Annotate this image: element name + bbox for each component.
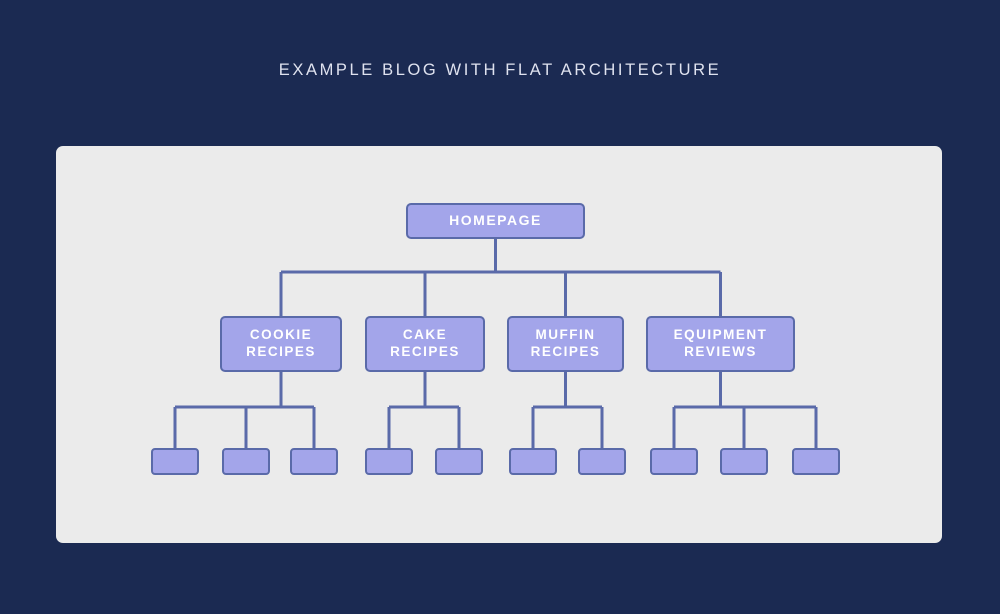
node-leaf-cake-recipes-1[interactable]	[365, 448, 413, 475]
node-homepage[interactable]: HOMEPAGE	[406, 203, 585, 239]
node-leaf-equipment-reviews-1[interactable]	[650, 448, 698, 475]
node-label: CAKE RECIPES	[390, 327, 460, 359]
node-leaf-cookie-recipes-1[interactable]	[151, 448, 199, 475]
page-title: EXAMPLE BLOG WITH FLAT ARCHITECTURE	[278, 61, 722, 79]
node-leaf-cookie-recipes-3[interactable]	[290, 448, 338, 475]
node-leaf-cake-recipes-2[interactable]	[435, 448, 483, 475]
node-label: EQUIPMENT REVIEWS	[673, 327, 768, 359]
diagram-panel: HOMEPAGE COOKIE RECIPES CAKE RECIPES MUFFIN…	[56, 146, 942, 543]
node-cookie-recipes[interactable]: COOKIE RECIPES	[220, 316, 342, 372]
node-leaf-muffin-recipes-2[interactable]	[578, 448, 626, 475]
node-label: COOKIE RECIPES	[246, 327, 316, 359]
node-label: MUFFIN RECIPES	[530, 327, 601, 359]
diagram-canvas: HOMEPAGE COOKIE RECIPES CAKE RECIPES MUFFIN…	[56, 146, 942, 543]
node-label: HOMEPAGE	[449, 212, 542, 229]
node-leaf-cookie-recipes-2[interactable]	[222, 448, 270, 475]
node-equipment-reviews[interactable]: EQUIPMENT REVIEWS	[646, 316, 795, 372]
node-muffin-recipes[interactable]: MUFFIN RECIPES	[507, 316, 624, 372]
node-leaf-equipment-reviews-2[interactable]	[720, 448, 768, 475]
node-cake-recipes[interactable]: CAKE RECIPES	[365, 316, 485, 372]
node-leaf-muffin-recipes-1[interactable]	[509, 448, 557, 475]
node-leaf-equipment-reviews-3[interactable]	[792, 448, 840, 475]
